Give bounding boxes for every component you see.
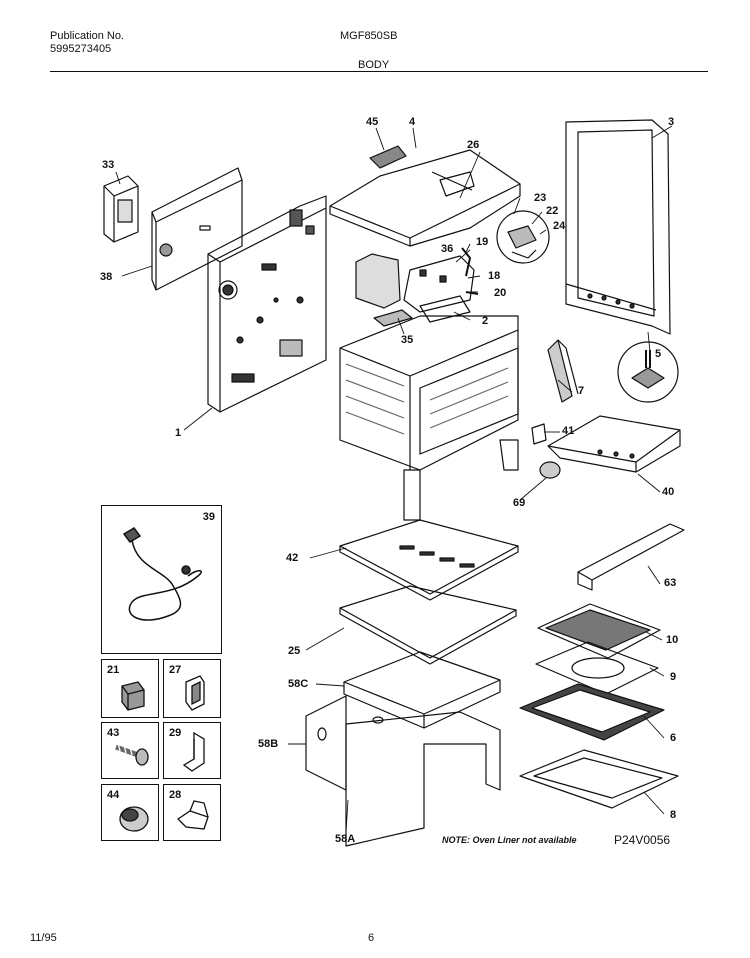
grommet-clip-icon (121, 681, 145, 711)
callout-20: 20 (494, 287, 507, 299)
callout-5: 5 (655, 348, 662, 360)
inset-label-39: 39 (202, 511, 215, 523)
callout-33: 33 (102, 159, 115, 171)
callout-4: 4 (409, 116, 416, 128)
callout-42: 42 (286, 552, 299, 564)
inset-box-28: 28 (163, 784, 221, 841)
part-38-rear-panel (151, 167, 243, 291)
inset-box-43: 43 (101, 722, 159, 779)
screw-icon (115, 742, 149, 766)
callout-69: 69 (513, 497, 526, 509)
bracket-clip-icon (185, 675, 205, 711)
callout-2: 2 (482, 315, 489, 327)
inset-box-27: 27 (163, 659, 221, 718)
callout-58a: 58A (335, 833, 356, 845)
callout-25: 25 (288, 645, 301, 657)
part-58-packaging (305, 651, 501, 847)
section-title: BODY (358, 59, 390, 71)
part-63-rail (577, 523, 685, 591)
part-40-plate (547, 415, 681, 473)
part-7-burner-tube (547, 339, 579, 403)
part-5-detail-circle (617, 341, 679, 403)
callout-63: 63 (664, 577, 677, 589)
inset-label-29: 29 (169, 727, 182, 739)
callout-45: 45 (366, 116, 379, 128)
callout-leaders (115, 125, 673, 833)
spring-clip-icon (182, 731, 205, 772)
inset-box-29: 29 (163, 722, 221, 779)
part-3-door-frame (565, 119, 671, 335)
inset-label-44: 44 (107, 789, 120, 801)
callout-23: 23 (534, 192, 547, 204)
inset-box-21: 21 (101, 659, 159, 718)
part-4-top-cover (329, 145, 521, 247)
part-10-broiler-grid (537, 603, 661, 659)
callout-41: 41 (562, 425, 575, 437)
part-25-panel (339, 585, 517, 665)
inset-label-27: 27 (169, 664, 182, 676)
part-41-bracket (531, 423, 547, 445)
callout-6: 6 (670, 732, 677, 744)
diagram-code: P24V0056 (614, 833, 671, 847)
part-9-broiler-pan (535, 641, 659, 695)
callout-58b: 58B (258, 738, 279, 750)
part-33-bracket (103, 175, 139, 243)
callout-36: 36 (441, 243, 454, 255)
model-number: MGF850SB (340, 30, 398, 42)
footer-page-number: 6 (368, 932, 375, 944)
callout-38: 38 (100, 271, 113, 283)
callout-24: 24 (553, 220, 566, 232)
inset-label-28: 28 (169, 789, 182, 801)
oven-liner-note: NOTE: Oven Liner not available (442, 835, 577, 845)
callout-35: 35 (401, 334, 414, 346)
part-36-valve-assembly (355, 247, 479, 327)
part-oven-body (339, 315, 519, 521)
part-8-oven-liner (519, 749, 679, 809)
callout-10: 10 (666, 634, 679, 646)
callout-40: 40 (662, 486, 675, 498)
callout-26: 26 (467, 139, 480, 151)
callout-7: 7 (578, 385, 585, 397)
callout-3: 3 (668, 116, 675, 128)
part-6-oven-rack (519, 683, 665, 741)
part-22-24-detail-circle (496, 210, 550, 264)
inset-box-44: 44 (101, 784, 159, 841)
inset-label-21: 21 (107, 664, 120, 676)
callout-22: 22 (546, 205, 559, 217)
callout-19: 19 (476, 236, 489, 248)
publication-label: Publication No. (50, 30, 124, 42)
part-69-grommet (539, 461, 561, 479)
inset-box-39: 39 (101, 505, 222, 654)
bushing-icon (119, 806, 149, 832)
inset-label-43: 43 (107, 727, 120, 739)
callout-18: 18 (488, 270, 501, 282)
callout-58c: 58C (288, 678, 309, 690)
part-42-oven-bottom (339, 519, 519, 601)
publication-number: 5995273405 (50, 43, 112, 55)
part-1-back-panel (207, 195, 327, 413)
callout-8: 8 (670, 809, 677, 821)
callout-9: 9 (670, 671, 677, 683)
clip-bracket-icon (176, 800, 209, 830)
power-cord-icon (122, 527, 202, 621)
callout-1: 1 (175, 427, 182, 439)
header-rule (50, 71, 708, 72)
footer-date: 11/95 (30, 932, 57, 944)
